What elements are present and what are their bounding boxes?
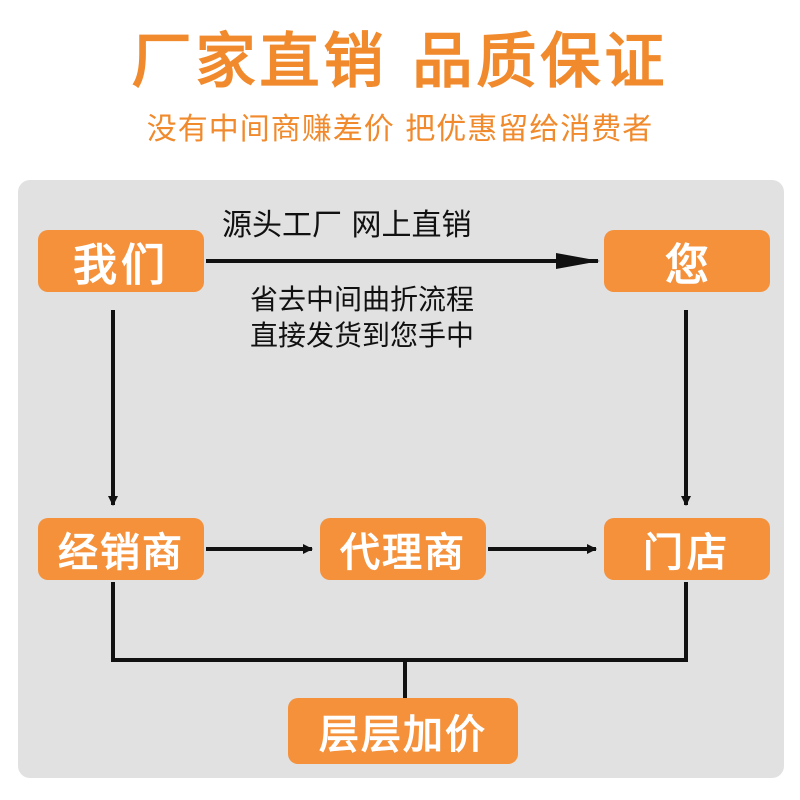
markup-bracket xyxy=(111,582,688,662)
node-you: 您 xyxy=(604,230,770,292)
direct-ship-label: 直接发货到您手中 xyxy=(250,319,475,352)
skip-steps-label: 省去中间曲折流程 xyxy=(250,283,475,316)
node-agent: 代理商 xyxy=(320,518,486,580)
node-dealer: 经销商 xyxy=(38,518,204,580)
subheadline: 没有中间商赚差价 把优惠留给消费者 xyxy=(146,112,654,147)
node-markup: 层层加价 xyxy=(288,698,518,764)
node-store: 门店 xyxy=(604,518,770,580)
direct-sale-label: 源头工厂 网上直销 xyxy=(222,208,472,243)
headline: 厂家直销 品质保证 xyxy=(131,27,669,97)
node-us: 我们 xyxy=(38,230,204,292)
